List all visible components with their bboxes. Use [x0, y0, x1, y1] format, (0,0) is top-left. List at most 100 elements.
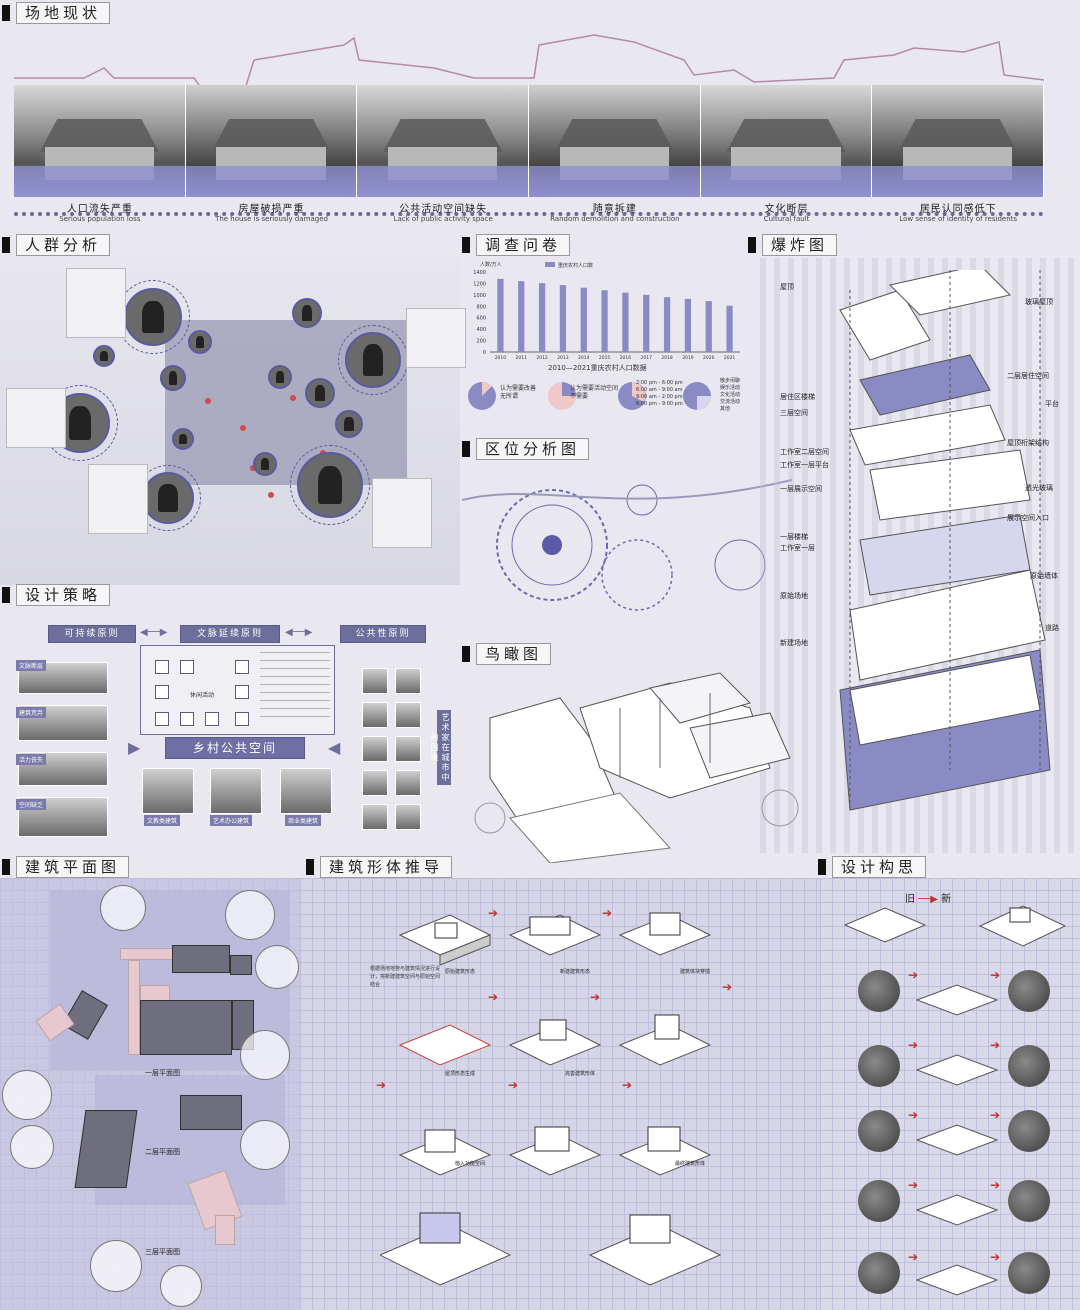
section-title-exploded: 爆炸图: [748, 234, 838, 256]
form-step-label: 最终建筑形体: [675, 1161, 706, 1167]
form-step-label: 屋顶形态生成: [445, 1071, 476, 1077]
pie-legend: 散步闲聊娱乐活动文化活动交流活动其他: [720, 378, 741, 412]
exploded-label: 二层居住空间: [1007, 372, 1049, 380]
persona-card: [66, 268, 126, 338]
form-step-label: 建筑体块穿插: [680, 969, 711, 975]
strategy-left-label: 文脉断层: [16, 660, 47, 671]
portrait-circle: [297, 452, 363, 518]
strategy-photo: [395, 668, 421, 694]
concept-grid: [820, 878, 1080, 1310]
aerial-view: [474, 672, 799, 863]
x-tick-label: 2021: [724, 355, 736, 361]
portrait-circle: [292, 298, 322, 328]
red-arrow-icon: ➔: [990, 1038, 1001, 1052]
plan-tree: [90, 1240, 142, 1292]
plan-label: 二层平面图: [145, 1148, 180, 1156]
aerial-ground: [509, 792, 672, 863]
concept-photo: [858, 1045, 900, 1087]
exploded-label: 原始墙体: [1030, 572, 1058, 580]
section-title-aerial: 鸟瞰图: [462, 643, 552, 665]
population-bar-chart: 0200400600800100012001400人数/万人重庆农村人口数201…: [473, 261, 740, 361]
plan-tree: [10, 1125, 54, 1169]
portrait-circle: [305, 378, 335, 408]
persona-card: [88, 464, 148, 534]
red-arrow-icon: ➔: [990, 1178, 1001, 1192]
site-photo: [529, 85, 701, 197]
exploded-label: 新建场地: [780, 639, 808, 647]
exploded-label: 工作室一层平台: [780, 461, 829, 469]
site-photo: [872, 85, 1045, 197]
legend-label: 重庆农村人口数: [558, 262, 593, 269]
section-title-form: 建筑形体推导: [306, 856, 453, 878]
strategy-left-label: 活力丧失: [16, 754, 47, 765]
location-core: [542, 535, 562, 555]
plan-building: [230, 955, 252, 975]
aerial-tree: [474, 802, 506, 834]
pie-legend: 认为需要活动空间不需要: [570, 385, 619, 400]
strategy-photo: [395, 770, 421, 796]
bar: [580, 287, 587, 352]
plan-tree: [225, 890, 275, 940]
y-tick-label: 0: [483, 350, 486, 356]
x-tick-label: 2019: [682, 355, 694, 361]
pie-slice: [697, 396, 711, 410]
concept-photo: [858, 970, 900, 1012]
x-tick-label: 2018: [661, 355, 673, 361]
pie-slice: [562, 382, 576, 396]
plan-building: [140, 1000, 232, 1055]
principle-sustainable: 可持续原则: [48, 625, 136, 643]
function-icon: [235, 660, 249, 674]
concept-new-building: [978, 905, 1067, 947]
pie-slice: [632, 382, 646, 402]
exploded-label: 道路: [1045, 624, 1059, 632]
red-arrow-icon: ➔: [376, 1078, 387, 1092]
x-tick-label: 2016: [620, 355, 632, 361]
form-step-label: 原始建筑形态: [445, 969, 476, 975]
red-arrow-icon: ➔: [488, 906, 499, 920]
map-marker: [268, 492, 274, 498]
strategy-photo: [142, 768, 194, 814]
legend-swatch: [545, 262, 555, 267]
plan-label: 三层平面图: [145, 1248, 180, 1256]
function-icon: [235, 685, 249, 699]
concept-photo: [1008, 1180, 1050, 1222]
y-tick-label: 1000: [473, 293, 486, 299]
arrow-left: ▶: [128, 738, 141, 757]
principle-context: 文脉延续原则: [180, 625, 280, 643]
red-arrow-icon: ➔: [908, 1178, 919, 1192]
plan-tree: [240, 1030, 290, 1080]
y-tick-label: 600: [476, 316, 486, 322]
plan-building: [172, 945, 230, 973]
x-tick-label: 2013: [557, 355, 569, 361]
bar: [497, 278, 504, 352]
pie-legend: 认为需要改善无所谓: [500, 385, 537, 400]
form-step-label: 完善建筑形体: [565, 1071, 596, 1077]
portrait-circle: [335, 410, 363, 438]
concept-photo: [1008, 1110, 1050, 1152]
function-icon: [155, 712, 169, 726]
section-title-concept: 设计构思: [818, 856, 927, 878]
bar: [622, 292, 629, 352]
strategy-bottom-label: 文教类建筑: [144, 815, 181, 826]
concept-photo: [858, 1110, 900, 1152]
plan-building: [74, 1110, 138, 1188]
strategy-paragraph: [260, 652, 330, 722]
strategy-photo: [280, 768, 332, 814]
function-icon: [155, 660, 169, 674]
bar: [705, 301, 712, 352]
exploded-label: 玻璃屋顶: [1025, 298, 1053, 306]
red-arrow-icon: ➔: [908, 1038, 919, 1052]
bar: [643, 294, 650, 352]
section-title-strategy: 设计策略: [2, 584, 111, 606]
site-layer: [849, 569, 1046, 681]
site-photo-strip: [14, 85, 1045, 197]
y-tick-label: 400: [476, 327, 486, 333]
site-photo: [700, 85, 873, 197]
persona-card: [372, 478, 432, 548]
location-ring: [714, 539, 766, 591]
arrow-between: ◀──▶: [285, 627, 313, 638]
